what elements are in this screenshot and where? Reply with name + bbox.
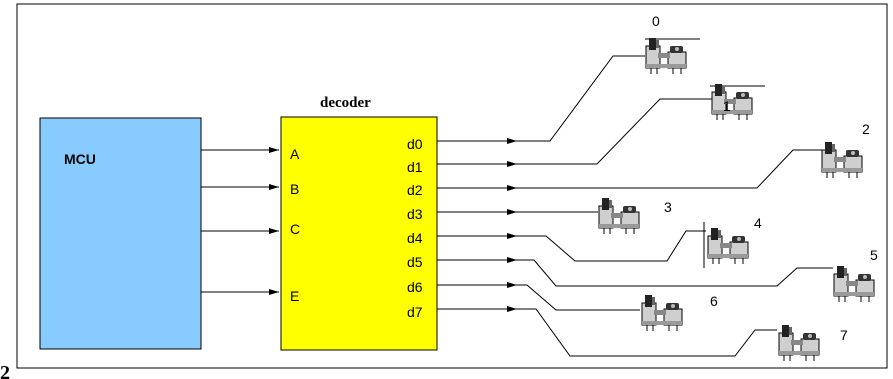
input-label-e: E [290, 288, 299, 304]
output-label-d4: d4 [407, 230, 423, 246]
input-arrows [201, 147, 279, 295]
device-1-label: 1 [723, 98, 731, 114]
device-7-icon [778, 324, 820, 362]
input-label-b: B [290, 181, 299, 197]
device-1: 1 [711, 83, 753, 121]
wire-d5 [517, 259, 833, 287]
input-label-c: C [290, 221, 300, 237]
device-3-icon [598, 197, 640, 235]
device-4-icon [707, 227, 749, 265]
output-labels: d0 d1 d2 d3 d4 d5 d6 d7 [407, 136, 423, 320]
device-0-label: 0 [652, 13, 660, 29]
output-label-d0: d0 [407, 136, 423, 152]
device-3-label: 3 [664, 199, 672, 215]
device-5-icon [833, 265, 875, 303]
page-number: 2 [0, 362, 10, 379]
device-0-icon [645, 37, 687, 75]
device-6: 6 [641, 293, 718, 332]
device-4: 4 [707, 215, 762, 265]
diagram-frame [16, 3, 888, 369]
decoder-title: decoder [320, 95, 371, 111]
output-label-d6: d6 [407, 279, 423, 295]
device-6-icon [641, 294, 683, 332]
mcu-label: MCU [64, 151, 96, 167]
device-2: 2 [821, 121, 870, 179]
device-5-label: 5 [870, 247, 878, 263]
output-label-d1: d1 [407, 159, 423, 175]
wire-d0 [517, 55, 645, 142]
decoder-block [280, 116, 438, 351]
output-arrows [437, 138, 517, 312]
wire-d1 [517, 98, 713, 165]
device-5: 5 [833, 247, 878, 303]
output-label-d7: d7 [407, 304, 423, 320]
output-label-d3: d3 [407, 206, 423, 222]
output-wires [517, 55, 833, 357]
device-0: 0 [645, 13, 687, 75]
mcu-block [39, 117, 202, 350]
device-7-label: 7 [840, 327, 848, 343]
device-4-label: 4 [754, 215, 762, 231]
wire-d7 [517, 308, 777, 357]
wire-d6 [517, 284, 640, 311]
input-label-a: A [290, 146, 300, 162]
output-label-d2: d2 [407, 182, 423, 198]
device-2-label: 2 [862, 121, 870, 137]
output-label-d5: d5 [407, 254, 423, 270]
device-6-label: 6 [710, 293, 718, 309]
device-7: 7 [778, 324, 848, 362]
wire-d4 [517, 230, 706, 262]
device-2-icon [821, 141, 863, 179]
device-1-icon [711, 83, 753, 121]
wire-d2 [517, 149, 825, 189]
device-3: 3 [598, 197, 672, 235]
